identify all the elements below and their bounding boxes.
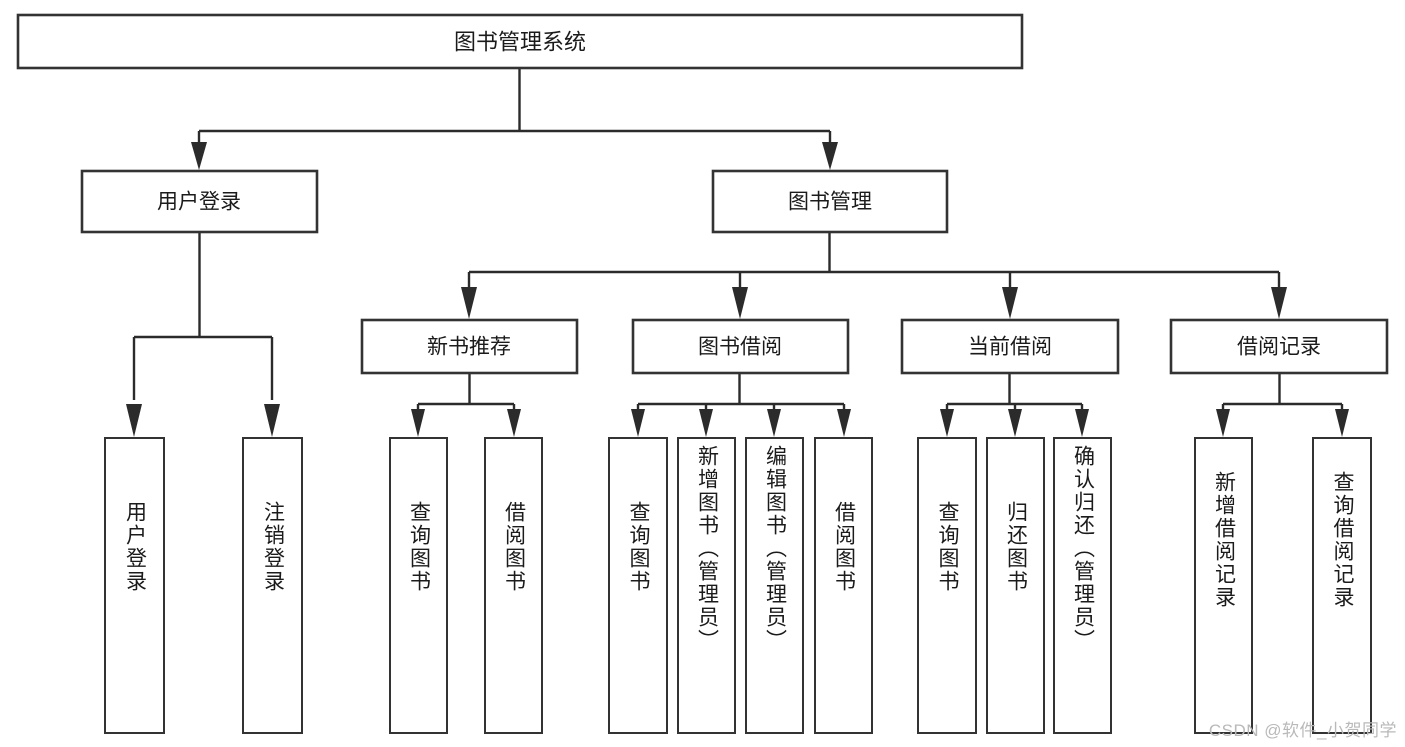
node-leaf-query-book-3[interactable]: 查询图书 bbox=[917, 437, 977, 734]
arrowhead-leaf-return-book bbox=[1008, 409, 1022, 437]
arrowhead-book-management bbox=[822, 142, 838, 170]
node-leaf-user-login-label: 用户登录 bbox=[123, 501, 147, 593]
node-book-borrow-box[interactable] bbox=[631, 318, 850, 375]
node-leaf-borrow-book-1-label: 借阅图书 bbox=[502, 501, 526, 593]
node-root-label: 图书管理系统 bbox=[454, 30, 586, 55]
node-root-box[interactable] bbox=[16, 13, 1024, 70]
arrowhead-leaf-confirm-return bbox=[1075, 409, 1089, 437]
node-borrow-record-box[interactable] bbox=[1169, 318, 1389, 375]
node-leaf-edit-book-label: 编辑图书（管理员） bbox=[763, 445, 787, 652]
node-leaf-borrow-book-1[interactable]: 借阅图书 bbox=[484, 437, 543, 734]
node-leaf-query-book-1-label: 查询图书 bbox=[407, 501, 431, 593]
node-leaf-query-book-3-label: 查询图书 bbox=[936, 501, 960, 593]
node-leaf-confirm-return-label: 确认归还（管理员） bbox=[1071, 445, 1095, 652]
arrowhead-leaf-query-borrow-record bbox=[1335, 409, 1349, 437]
node-leaf-confirm-return[interactable]: 确认归还（管理员） bbox=[1053, 437, 1112, 734]
node-borrow-record-label: 借阅记录 bbox=[1237, 336, 1321, 359]
node-new-book-recommend-box[interactable] bbox=[360, 318, 579, 375]
arrowhead-leaf-add-book bbox=[699, 409, 713, 437]
node-book-borrow-label: 图书借阅 bbox=[698, 336, 782, 359]
node-current-borrow[interactable]: 当前借阅 bbox=[900, 318, 1120, 375]
node-new-book-recommend[interactable]: 新书推荐 bbox=[360, 318, 579, 375]
node-leaf-borrow-book-2-label: 借阅图书 bbox=[832, 501, 856, 593]
node-leaf-logout-login[interactable]: 注销登录 bbox=[242, 437, 303, 734]
node-leaf-return-book-label: 归还图书 bbox=[1004, 501, 1028, 593]
node-book-management-box[interactable] bbox=[711, 169, 949, 234]
node-leaf-query-book-2-label: 查询图书 bbox=[627, 501, 651, 593]
arrowhead-leaf-edit-book bbox=[767, 409, 781, 437]
arrowhead-borrow-record bbox=[1271, 287, 1287, 319]
node-user-login[interactable]: 用户登录 bbox=[80, 169, 319, 234]
arrowhead-new-book-recommend bbox=[461, 287, 477, 319]
arrowhead-leaf-query-book-1 bbox=[411, 409, 425, 437]
arrowhead-book-borrow bbox=[732, 287, 748, 319]
node-book-borrow[interactable]: 图书借阅 bbox=[631, 318, 850, 375]
node-user-login-label: 用户登录 bbox=[157, 191, 241, 214]
node-new-book-recommend-label: 新书推荐 bbox=[427, 336, 511, 359]
node-borrow-record[interactable]: 借阅记录 bbox=[1169, 318, 1389, 375]
node-user-login-box[interactable] bbox=[80, 169, 319, 234]
node-leaf-return-book[interactable]: 归还图书 bbox=[986, 437, 1045, 734]
arrowhead-current-borrow bbox=[1002, 287, 1018, 319]
node-book-management[interactable]: 图书管理 bbox=[711, 169, 949, 234]
node-current-borrow-box[interactable] bbox=[900, 318, 1120, 375]
node-leaf-edit-book[interactable]: 编辑图书（管理员） bbox=[745, 437, 804, 734]
connectors-group bbox=[126, 68, 1349, 437]
arrowhead-leaf-query-book-2 bbox=[631, 409, 645, 437]
node-leaf-add-book[interactable]: 新增图书（管理员） bbox=[677, 437, 736, 734]
node-leaf-add-borrow-record[interactable]: 新增借阅记录 bbox=[1194, 437, 1253, 734]
arrowhead-user-login bbox=[191, 142, 207, 170]
node-book-management-label: 图书管理 bbox=[788, 191, 872, 214]
node-leaf-query-book-2[interactable]: 查询图书 bbox=[608, 437, 668, 734]
node-root[interactable]: 图书管理系统 bbox=[16, 13, 1024, 70]
node-leaf-query-borrow-record-label: 查询借阅记录 bbox=[1331, 471, 1355, 609]
arrowhead-leaf-query-book-3 bbox=[940, 409, 954, 437]
arrowhead-leaf-user-login bbox=[126, 404, 142, 437]
node-current-borrow-label: 当前借阅 bbox=[968, 336, 1052, 359]
node-leaf-add-book-label: 新增图书（管理员） bbox=[695, 445, 719, 652]
node-leaf-logout-login-label: 注销登录 bbox=[261, 501, 285, 593]
arrowhead-leaf-borrow-book-1 bbox=[507, 409, 521, 437]
arrowhead-leaf-add-borrow-record bbox=[1216, 409, 1230, 437]
node-leaf-borrow-book-2[interactable]: 借阅图书 bbox=[814, 437, 873, 734]
node-leaf-query-book-1[interactable]: 查询图书 bbox=[389, 437, 448, 734]
node-leaf-query-borrow-record[interactable]: 查询借阅记录 bbox=[1312, 437, 1372, 734]
node-leaf-user-login[interactable]: 用户登录 bbox=[104, 437, 165, 734]
arrowhead-leaf-logout-login bbox=[264, 404, 280, 437]
arrowhead-leaf-borrow-book-2 bbox=[837, 409, 851, 437]
node-leaf-add-borrow-record-label: 新增借阅记录 bbox=[1212, 471, 1236, 609]
